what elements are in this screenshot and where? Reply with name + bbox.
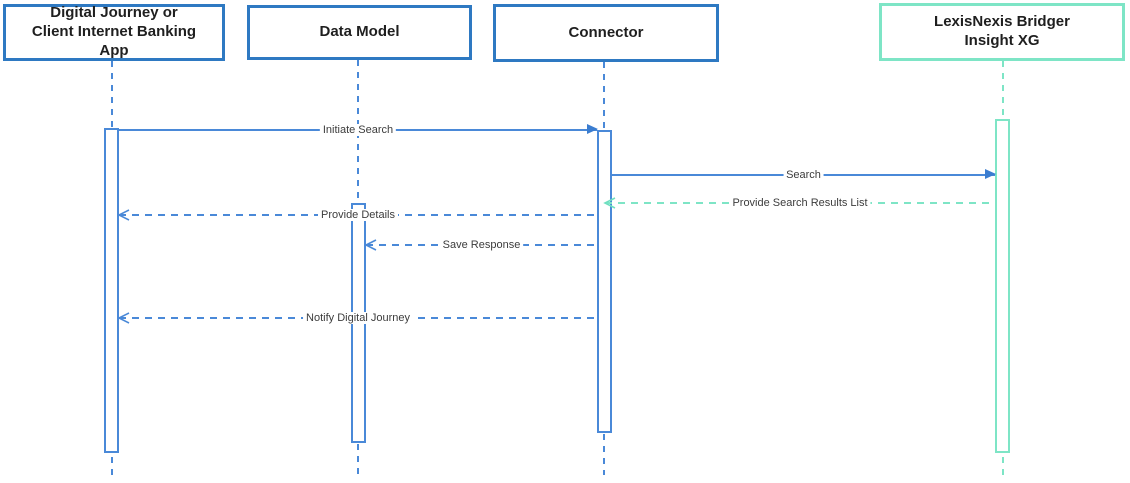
arrowhead-open-left-icon [603,197,616,209]
message-label: Initiate Search [319,124,397,136]
actor-label-data-model: Data Model [319,23,400,41]
message-label: Provide Search Results List [729,197,871,209]
message-notify-digital-journey: Notify Digital Journey [117,310,597,326]
actor-box-data-model: Data Model [247,5,472,60]
arrowhead-open-left-icon [117,312,130,324]
arrowhead-filled-right-icon [587,124,598,134]
actor-box-digital-journey: Digital Journey or Client Internet Banki… [3,4,225,61]
message-label: Notify Digital Journey [303,312,413,324]
message-search: Search [612,167,996,183]
message-label: Save Response [439,239,524,251]
message-provide-search-results-list: Provide Search Results List [603,195,995,211]
arrowhead-open-left-icon [117,209,130,221]
actor-box-lexisnexis: LexisNexis Bridger Insight XG [879,3,1125,61]
activation-bar-digital-journey [104,128,119,453]
arrowhead-filled-right-icon [985,169,996,179]
arrowhead-open-left-icon [364,239,377,251]
actor-label-connector: Connector [568,23,644,41]
actor-label-lexisnexis: LexisNexis Bridger Insight XG [934,13,1070,49]
activation-bar-lexisnexis [995,119,1010,453]
message-label: Provide Details [318,209,398,221]
message-label: Search [783,169,824,181]
actor-box-connector: Connector [493,4,719,62]
activation-bar-connector [597,130,612,433]
message-save-response: Save Response [364,237,597,253]
message-provide-details: Provide Details [117,207,597,223]
actor-label-digital-journey: Digital Journey or Client Internet Banki… [31,4,197,59]
message-initiate-search: Initiate Search [119,122,598,138]
